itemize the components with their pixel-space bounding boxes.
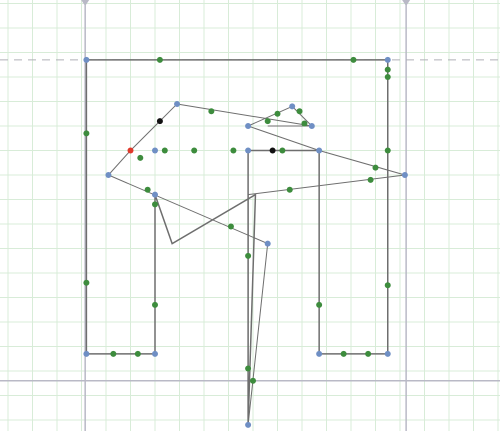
vertex-point[interactable] (245, 147, 252, 154)
slanted-edge[interactable] (247, 243, 269, 425)
midpoint[interactable] (191, 147, 198, 154)
midpoint[interactable] (384, 74, 391, 80)
axis-arrow-icon (402, 0, 411, 6)
midpoint[interactable] (83, 130, 90, 137)
midpoint[interactable] (144, 186, 151, 193)
midpoint[interactable] (227, 223, 234, 230)
vertex-point[interactable] (316, 147, 323, 154)
vertex-point[interactable] (245, 123, 252, 129)
midpoint[interactable] (208, 108, 215, 115)
vertex-point[interactable] (152, 191, 158, 198)
midpoint[interactable] (134, 350, 141, 357)
inner-edge[interactable] (176, 103, 312, 127)
inner-edge[interactable] (319, 150, 406, 176)
midpoint[interactable] (286, 186, 293, 193)
midpoint[interactable] (350, 56, 357, 63)
inner-edge[interactable] (291, 106, 313, 127)
vertex-point[interactable] (174, 100, 181, 107)
midpoint[interactable] (274, 110, 281, 117)
inner-edge[interactable] (248, 174, 405, 196)
marked-point[interactable] (156, 118, 163, 125)
midpoint[interactable] (156, 56, 163, 63)
midpoint[interactable] (230, 147, 237, 154)
vertex-point[interactable] (316, 350, 323, 357)
midpoint[interactable] (161, 147, 168, 154)
left-edge[interactable] (108, 150, 131, 176)
diagonal-edge[interactable] (108, 174, 268, 245)
outer-outline[interactable] (85, 59, 389, 425)
vertex-point[interactable] (105, 172, 112, 178)
inner-edge[interactable] (247, 105, 293, 127)
midpoint[interactable] (110, 350, 117, 357)
axis-arrow-icon (81, 0, 90, 6)
midpoint[interactable] (279, 147, 286, 154)
vertex-point[interactable] (83, 56, 90, 63)
vertex-point[interactable] (384, 56, 391, 63)
midpoint[interactable] (367, 176, 374, 183)
points-layer[interactable] (83, 56, 408, 428)
midpoint[interactable] (384, 66, 391, 73)
midpoint[interactable] (384, 282, 391, 289)
vertex-point[interactable] (245, 421, 252, 428)
midpoint[interactable] (245, 252, 252, 259)
marked-point[interactable] (269, 147, 276, 154)
midpoint[interactable] (372, 164, 379, 171)
vertex-point[interactable] (264, 240, 271, 247)
vertex-point[interactable] (152, 147, 158, 154)
vertex-point[interactable] (384, 350, 391, 357)
midpoint[interactable] (365, 350, 372, 357)
inner-edge[interactable] (130, 103, 178, 151)
vertex-point[interactable] (289, 103, 296, 110)
selected-point[interactable] (127, 147, 134, 154)
midpoint[interactable] (296, 108, 303, 115)
vertex-point[interactable] (83, 350, 90, 357)
midpoint[interactable] (301, 120, 308, 127)
midpoint[interactable] (152, 201, 158, 208)
midpoint[interactable] (384, 147, 391, 154)
midpoint[interactable] (245, 365, 252, 372)
inner-edge[interactable] (247, 125, 320, 151)
midpoint[interactable] (316, 301, 323, 308)
vertex-point[interactable] (308, 123, 315, 129)
midpoint[interactable] (152, 301, 158, 308)
midpoint[interactable] (137, 154, 144, 161)
vertex-point[interactable] (152, 350, 158, 357)
vertex-point[interactable] (401, 172, 408, 178)
midpoint[interactable] (250, 377, 256, 384)
midpoint[interactable] (264, 118, 271, 125)
midpoint[interactable] (83, 279, 90, 286)
midpoint[interactable] (340, 350, 347, 357)
